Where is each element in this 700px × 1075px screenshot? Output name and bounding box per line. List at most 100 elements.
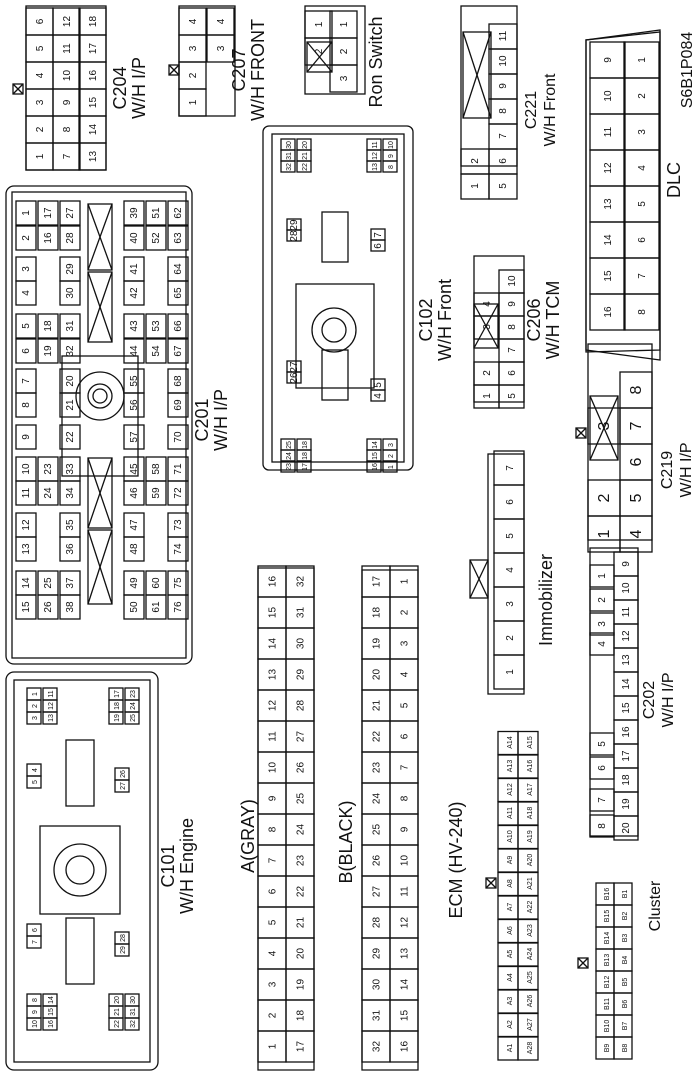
pin-number: 1 (32, 692, 39, 696)
label-c101: W/H Engine (177, 818, 197, 914)
pin-number: 7 (507, 347, 518, 353)
pin-number: A16 (527, 760, 534, 773)
pin-number: 44 (129, 345, 140, 357)
pin-number: 33 (65, 463, 76, 475)
dlc-housing (585, 29, 661, 361)
pin-number: 9 (621, 561, 632, 567)
pin-number: 17 (302, 463, 309, 471)
pin-cell (15, 200, 37, 226)
pin-number: 27 (289, 361, 300, 373)
pin-number: 11 (603, 126, 614, 137)
pin-cell (59, 338, 81, 364)
pin-number: 45 (129, 463, 140, 475)
pin-number: 28 (372, 917, 383, 929)
pin-number: 2 (32, 704, 39, 708)
pin-number: 28 (65, 232, 76, 244)
pin-number: 16 (400, 1041, 411, 1053)
pin-cell (145, 338, 167, 364)
pin-cell (167, 200, 189, 226)
pin-number: A20 (527, 854, 534, 867)
pin-number: 20 (372, 669, 383, 681)
c204-latch-diag-b (12, 83, 24, 95)
pin-number: 13 (372, 163, 379, 171)
c206-key-diag-b (473, 303, 499, 349)
pin-cell (167, 338, 189, 364)
c207-latch-diag-b (168, 64, 180, 76)
pin-number: 8 (32, 998, 39, 1002)
pin-number: 10 (621, 582, 632, 594)
pin-number: 7 (62, 153, 73, 159)
pin-number: 27 (296, 731, 307, 743)
pin-number: 32 (296, 576, 307, 588)
pin-cell (623, 41, 660, 79)
pin-number: A6 (507, 926, 514, 935)
pin-number: B15 (604, 910, 611, 923)
pin-number: 6 (32, 928, 39, 932)
label-c221: C221 (523, 91, 540, 129)
pin-number: 3 (597, 621, 608, 627)
pin-number: 20 (65, 375, 76, 387)
pin-cell (206, 7, 235, 36)
pin-number: 14 (400, 979, 411, 991)
pin-number: 30 (65, 287, 76, 299)
immobilizer-key (469, 559, 489, 599)
pin-number: 7 (400, 764, 411, 770)
pin-number: 3 (188, 45, 199, 51)
pin-number: 73 (173, 519, 184, 531)
pin-number: 42 (129, 287, 140, 299)
pin-number: 10 (603, 90, 614, 102)
pin-number: B13 (604, 954, 611, 967)
pin-number: 69 (173, 399, 184, 411)
pin-number: 66 (173, 320, 184, 332)
pin-number: 20 (296, 948, 307, 960)
pin-cell (366, 160, 382, 173)
pin-number: 6 (505, 499, 516, 505)
pin-number: 11 (400, 886, 411, 897)
pin-number: 12 (603, 162, 614, 174)
pin-cell (42, 1017, 58, 1031)
pin-number: B12 (604, 976, 611, 989)
pin-number: 61 (151, 601, 162, 613)
pin-number: 32 (286, 163, 293, 171)
pin-number: 25 (43, 577, 54, 589)
pin-number: 39 (129, 207, 140, 219)
pin-number: 5 (628, 493, 645, 502)
pin-number: 2 (268, 1012, 279, 1018)
pin-number: A21 (527, 877, 534, 890)
pin-number: 7 (268, 857, 279, 863)
c219-latch (575, 427, 587, 439)
pin-number: 7 (637, 273, 648, 279)
pin-number: A10 (507, 830, 514, 843)
pin-number: 8 (400, 795, 411, 801)
pin-number: 9 (388, 154, 395, 158)
pin-number: 8 (498, 108, 509, 114)
label-c206: W/H TCM (543, 281, 563, 360)
pin-number: 18 (88, 16, 99, 28)
pin-number: 4 (482, 301, 493, 307)
pin-number: 3 (339, 75, 350, 81)
pin-cell (286, 229, 302, 242)
pin-number: 26 (289, 372, 300, 384)
pin-number: 4 (188, 18, 199, 24)
pin-number: 54 (151, 345, 162, 357)
pin-number: 30 (296, 638, 307, 650)
pin-number: 3 (482, 324, 493, 330)
pin-number: 5 (637, 201, 648, 207)
pin-number: B6 (622, 1000, 629, 1009)
pin-number: 6 (400, 733, 411, 739)
pin-number: 11 (62, 43, 73, 54)
pin-cell (517, 730, 539, 756)
pin-number: 18 (296, 1010, 307, 1022)
pin-cell (178, 7, 207, 36)
pin-number: 28 (296, 700, 307, 712)
pin-number: 5 (35, 45, 46, 51)
pin-cell (59, 225, 81, 251)
c221-key (462, 31, 492, 119)
pin-number: 3 (596, 421, 613, 430)
pin-number: B16 (604, 888, 611, 901)
pin-cell (285, 565, 315, 598)
pin-number: 1 (400, 578, 411, 584)
pin-number: 57 (129, 431, 140, 443)
pin-number: 5 (507, 393, 518, 399)
